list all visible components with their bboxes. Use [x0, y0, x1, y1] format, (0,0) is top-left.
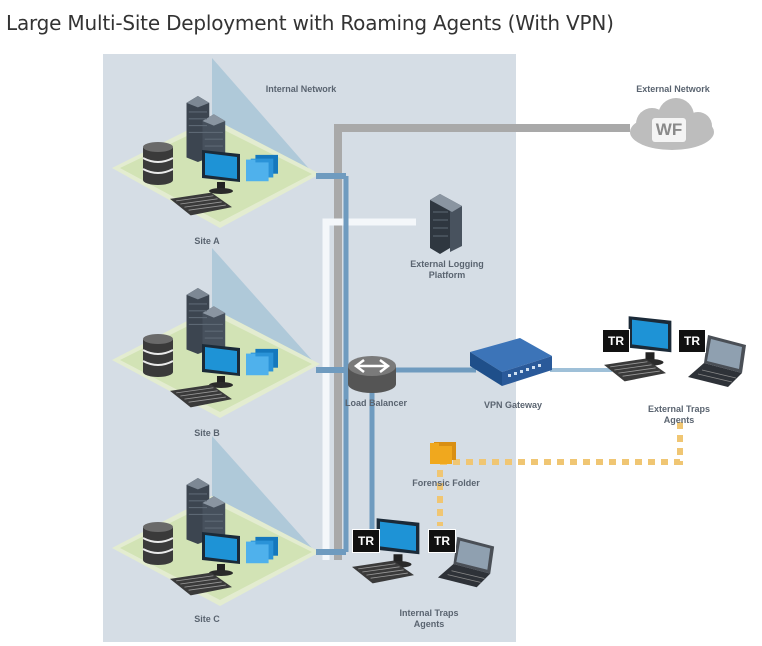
traps-badge-external-laptop: TR	[678, 329, 706, 353]
site-b-label: Site B	[194, 428, 220, 438]
vpn-gateway-icon	[470, 338, 552, 386]
traps-badge-internal-laptop: TR	[428, 529, 456, 553]
external-logging-platform-label: External Logging Platform	[410, 259, 484, 280]
internal-traps-agents-label: Internal Traps Agents	[399, 608, 459, 629]
traps-badge-external-desktop: TR	[602, 329, 630, 353]
external-network-label: External Network	[636, 84, 710, 94]
site-c-label: Site C	[194, 614, 220, 624]
internal-network-label: Internal Network	[265, 84, 337, 94]
network-links	[316, 124, 683, 560]
load-balancer-icon	[348, 356, 396, 393]
load-balancer-label: Load Balancer	[344, 398, 408, 408]
vpn-gateway-label: VPN Gateway	[483, 400, 543, 410]
external-logging-server-icon	[430, 194, 462, 254]
external-traps-agents-label: External Traps Agents	[647, 404, 711, 425]
forensic-folder-label: Forensic Folder	[412, 478, 480, 488]
traps-badge-internal-desktop: TR	[352, 529, 380, 553]
page-title: Large Multi-Site Deployment with Roaming…	[6, 11, 614, 35]
wildfire-logo-text: WF	[655, 120, 683, 139]
forensic-folder-icon	[430, 442, 456, 464]
site-a-label: Site A	[194, 236, 220, 246]
wildfire-cloud-icon	[630, 98, 714, 150]
